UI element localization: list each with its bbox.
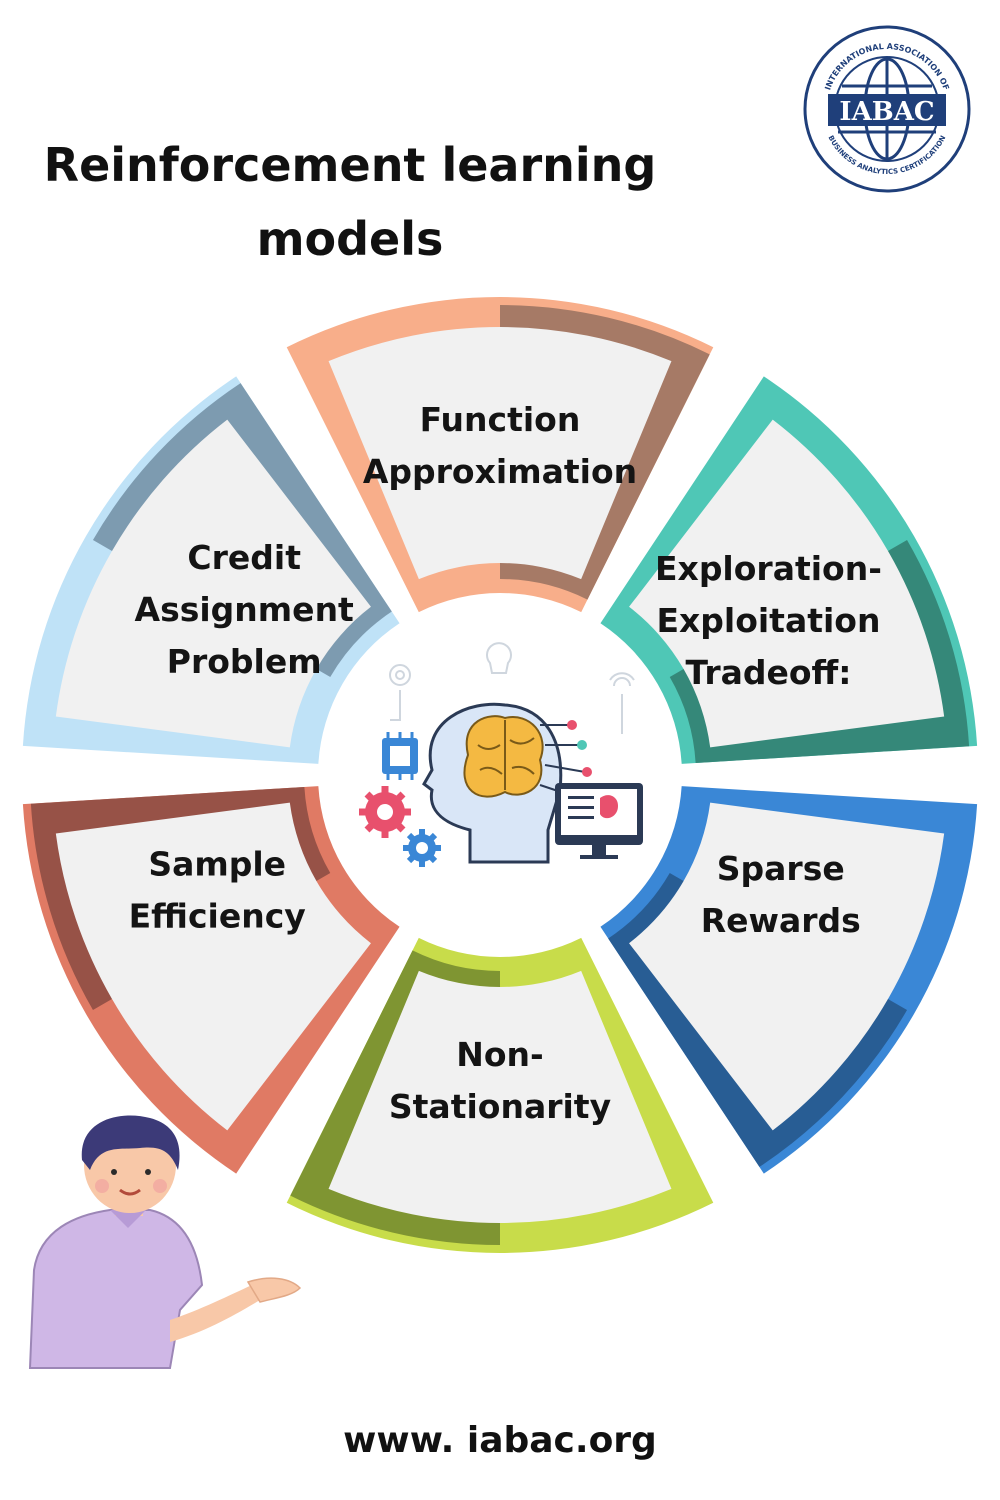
- label-sparse-rewards-line-2: Rewards: [701, 901, 861, 940]
- hair: [81, 1115, 180, 1170]
- faint-gear-icon: [389, 664, 411, 686]
- monitor-icon: [555, 783, 643, 859]
- segment-panel-function-approximation: [328, 327, 672, 580]
- label-exploration-exploitation-line-1: Exploration-: [655, 549, 882, 588]
- label-function-approximation-line-2: Approximation: [363, 452, 637, 491]
- gear-icon: [359, 786, 411, 838]
- label-exploration-exploitation-line-2: Exploitation: [656, 601, 880, 640]
- label-credit-assignment-line-1: Credit: [187, 538, 301, 577]
- iabac-logo: IABAC INTERNATIONAL ASSOCIATION OF BUSIN…: [803, 25, 971, 193]
- ai-head-icon: [422, 702, 592, 864]
- logo-band: [828, 94, 946, 126]
- segment-panel-non-stationarity: [328, 970, 672, 1223]
- segment-panel-credit-assignment: [55, 419, 371, 748]
- footer-website: www. iabac.org: [343, 1420, 657, 1461]
- segment-panel-sample-efficiency: [55, 802, 371, 1131]
- faint-wifi-icon: [609, 672, 635, 687]
- faint-lightbulb-icon: [486, 642, 512, 674]
- label-sample-efficiency-line-1: Sample: [148, 844, 286, 883]
- brain-icon: [463, 715, 544, 798]
- segment-non-stationarity: Non- Stationarity: [286, 937, 714, 1253]
- label-sparse-rewards-line-1: Sparse: [717, 849, 845, 888]
- segment-panel-exploration-exploitation: [629, 419, 945, 748]
- shirt: [28, 1209, 204, 1369]
- title-line-2: models: [256, 212, 444, 266]
- label-credit-assignment-line-3: Problem: [167, 642, 322, 681]
- logo-acronym: IABAC: [839, 97, 934, 127]
- label-credit-assignment-line-2: Assignment: [135, 590, 355, 629]
- segment-panel-sparse-rewards: [629, 802, 945, 1131]
- title-line-1: Reinforcement learning: [43, 138, 657, 192]
- center-hub: [320, 595, 680, 955]
- page-title: Reinforcement learning models: [30, 128, 670, 276]
- open-hand: [246, 1277, 302, 1303]
- label-exploration-exploitation-line-3: Tradeoff:: [685, 653, 851, 692]
- presenter-illustration: [28, 1115, 302, 1369]
- label-non-stationarity-line-1: Non-: [456, 1035, 543, 1074]
- small-gear-icon: [403, 829, 441, 867]
- label-function-approximation-line-1: Function: [420, 400, 581, 439]
- label-non-stationarity-line-2: Stationarity: [389, 1087, 611, 1126]
- chip-icon: [382, 732, 418, 780]
- label-sample-efficiency-line-2: Efficiency: [129, 896, 306, 935]
- collar: [110, 1210, 146, 1228]
- arm: [170, 1285, 260, 1342]
